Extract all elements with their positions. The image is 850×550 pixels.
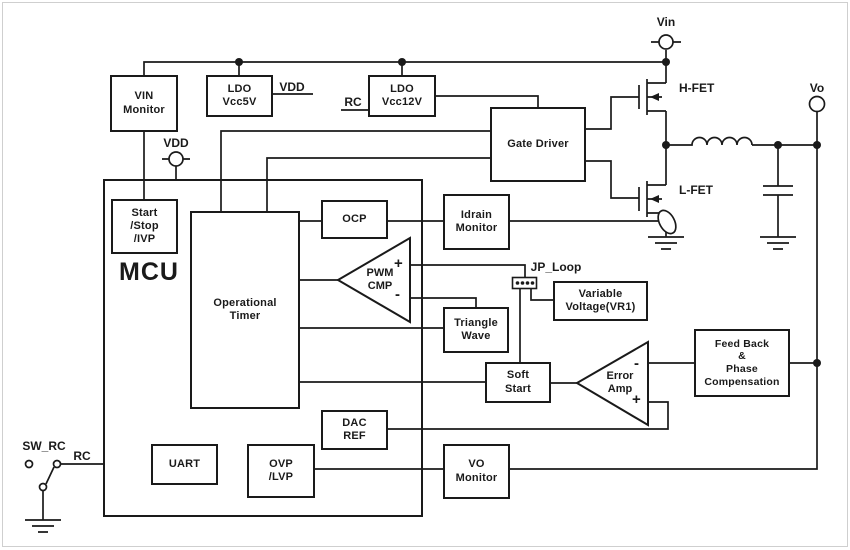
net-vin-label: Vin [656, 15, 676, 29]
wire-gatedriver-hfet [586, 96, 639, 130]
net-rc-in-label: RC [344, 95, 362, 109]
wire-pwm-plus [410, 264, 526, 278]
vdd-terminal [168, 151, 184, 167]
pwm-cmp-minus: - [395, 286, 400, 303]
net-vo-label: Vo [809, 81, 825, 95]
jp-loop-jumper [511, 276, 538, 290]
l-fet-symbol [638, 145, 667, 237]
junction-dots [235, 58, 821, 367]
pwm-cmp-triangle [336, 236, 411, 324]
block-uart: UART [151, 444, 218, 485]
net-rc-switch-label: RC [73, 449, 91, 463]
capacitor-symbol [763, 145, 793, 237]
ground-lfet [648, 236, 684, 250]
block-gate-driver: Gate Driver [490, 107, 586, 182]
switch-contact-rc [52, 459, 62, 469]
error-amp-label: Error Amp [606, 369, 634, 395]
mcu-block [103, 179, 423, 517]
current-sense-loop [657, 209, 677, 235]
pwm-cmp-label: PWM CMP [366, 266, 394, 292]
switch-arm [42, 466, 55, 520]
net-l-fet-label: L-FET [679, 183, 713, 197]
block-soft-start: Soft Start [485, 362, 551, 403]
wire-pwm-minus [410, 297, 477, 307]
block-ldo-vcc12v: LDO Vcc12V [368, 75, 436, 117]
wire-vo-rail [510, 112, 818, 470]
wire-jumper-vr1 [530, 289, 553, 301]
error-amp-triangle [575, 340, 649, 427]
wire-dacref-erroramp [388, 401, 669, 430]
vin-terminal [658, 34, 674, 50]
net-vdd-out-label: VDD [279, 80, 305, 94]
inductor-symbol [666, 136, 817, 146]
net-jp-loop-label: JP_Loop [530, 260, 582, 274]
block-vo-monitor: VO Monitor [443, 444, 510, 499]
block-ldo-vcc5v: LDO Vcc5V [206, 75, 273, 117]
block-idrain-monitor: Idrain Monitor [443, 194, 510, 250]
error-amp-plus: + [632, 391, 641, 408]
wire-gatedriver-lfet [586, 160, 639, 199]
block-variable-voltage: Variable Voltage(VR1) [553, 281, 648, 321]
block-ovp-lvp: OVP /LVP [247, 444, 315, 498]
switch-contact-common [38, 482, 48, 492]
wire-optimer-gatedriver-2 [266, 157, 490, 211]
wire-ldo12v-gatedriver [436, 95, 539, 107]
mcu-label: MCU [119, 258, 179, 286]
h-fet-symbol [638, 62, 667, 145]
ground-cap [760, 236, 796, 250]
vo-terminal [808, 95, 826, 113]
net-h-fet-label: H-FET [679, 81, 715, 95]
block-feedback-compensation: Feed Back & Phase Compensation [694, 329, 790, 397]
pwm-cmp-plus: + [394, 255, 403, 272]
block-ocp: OCP [321, 200, 388, 239]
block-vin-monitor: VIN Monitor [110, 75, 178, 132]
switch-contact-open [24, 459, 34, 469]
wire-optimer-gatedriver-1 [220, 130, 490, 211]
net-sw-rc-label: SW_RC [22, 439, 66, 453]
block-start-stop-ivp: Start /Stop /IVP [111, 199, 178, 254]
block-operational-timer: Operational Timer [190, 211, 300, 409]
net-vdd-rail-label: VDD [163, 136, 189, 150]
ground-switch [25, 519, 61, 533]
error-amp-minus: - [634, 355, 639, 372]
block-triangle-wave: Triangle Wave [443, 307, 509, 353]
block-dac-ref: DAC REF [321, 410, 388, 450]
